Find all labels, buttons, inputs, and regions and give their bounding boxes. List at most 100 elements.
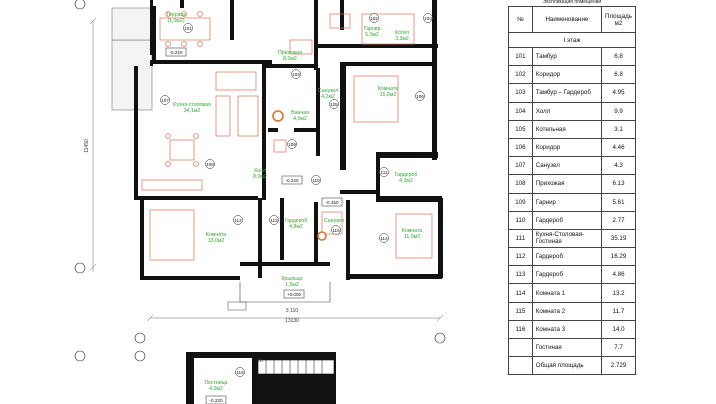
cell-name: Котельная: [531, 119, 603, 139]
room-area: 4,0м2: [209, 386, 223, 392]
room-name: Санузел: [318, 88, 338, 94]
cell-name: Комната 1: [531, 283, 603, 303]
room-name: Лестница: [205, 380, 228, 386]
cell-name: Гарнир: [531, 192, 603, 212]
svg-text:-0.220: -0.220: [209, 398, 222, 403]
header-area: Площадь м2: [601, 6, 636, 33]
svg-text:-0.150: -0.150: [325, 200, 338, 205]
room-labels: Терраса (1,0м2) Прихожая 8,0м2 Гарнир 5,…: [166, 12, 422, 392]
svg-text:105: 105: [330, 102, 338, 107]
svg-text:114: 114: [380, 236, 388, 241]
svg-text:106: 106: [416, 94, 424, 99]
svg-text:111: 111: [381, 170, 388, 175]
cell-name: Гардероб: [531, 265, 603, 285]
room-area: 5,0м2: [365, 32, 379, 38]
dim-small: 20: [257, 358, 263, 364]
stairs-upper: [227, 301, 247, 311]
cell-no: 101: [508, 46, 533, 67]
cell-no: [508, 356, 533, 376]
cell-no: 116: [508, 319, 533, 340]
svg-text:-0.220: -0.220: [285, 178, 298, 183]
room-name: Гарнир: [364, 26, 381, 32]
cell-name: Прихожая: [531, 174, 603, 194]
room-name: Крыльцо: [281, 276, 302, 282]
floor-plan: 11450 13130: [74, 0, 446, 404]
cell-no: 107: [508, 156, 533, 176]
room-area: 4,8м2: [289, 224, 303, 230]
svg-text:113: 113: [270, 218, 278, 223]
room-name: Комната: [378, 86, 398, 92]
cell-area: 4.86: [601, 265, 636, 285]
cell-no: 102: [508, 65, 533, 85]
cell-name: Общая площадь: [531, 356, 603, 376]
room-area: 34,1м2: [184, 108, 201, 114]
cell-name: Комната 3: [531, 319, 603, 340]
group-label: I этаж: [508, 32, 636, 48]
cell-no: 114: [508, 283, 533, 303]
svg-text:116: 116: [236, 370, 244, 375]
svg-text:108: 108: [206, 162, 214, 167]
room-name: Терраса: [166, 12, 186, 18]
room-area: 4,3м2: [399, 178, 413, 184]
cell-name: Кухня-Столовая-Гостиная: [531, 228, 603, 249]
svg-text:110: 110: [312, 178, 320, 183]
cell-area: 35.19: [601, 228, 636, 249]
room-area: 8,0м2: [283, 56, 297, 62]
cell-name: Тамбур – Гардероб: [531, 83, 603, 103]
cell-area: 2.77: [601, 210, 636, 230]
second-floor-stair: [186, 352, 336, 404]
room-area: 1,5м2: [285, 282, 299, 288]
cell-no: 108: [508, 174, 533, 194]
svg-text:103: 103: [424, 16, 432, 21]
room-name: Комната: [402, 228, 422, 234]
svg-text:107: 107: [161, 98, 169, 103]
cell-area: 4.46: [601, 137, 636, 158]
dim-width: 13130: [285, 318, 299, 324]
table-header-row: № Наименование Площадь м2: [508, 6, 636, 33]
cell-no: 115: [508, 301, 533, 321]
cell-no: 104: [508, 101, 533, 121]
room-name: Гардероб: [285, 218, 308, 224]
fixtures: [272, 110, 327, 241]
terrace-deck: [111, 39, 153, 111]
cell-name: Гардероб: [531, 210, 603, 230]
room-area: 15,0м2: [380, 92, 397, 98]
room-name: Холл: [254, 168, 266, 174]
room-name: Гардероб: [395, 172, 418, 178]
table-group-row: I этаж: [508, 32, 636, 48]
cell-area: 9.9: [601, 101, 636, 121]
room-area: 4,2м2: [321, 94, 335, 100]
room-name: Котёл: [395, 30, 409, 36]
svg-text:115: 115: [332, 228, 340, 233]
cell-no: 111: [508, 228, 533, 249]
svg-text:102: 102: [370, 16, 378, 21]
legend-title: Экспликация помещений: [542, 0, 602, 5]
svg-text:104: 104: [292, 72, 300, 77]
terrace-deck-upper: [111, 7, 153, 41]
room-area: 11,0м2: [404, 234, 420, 240]
room-name: Ванная: [291, 110, 309, 116]
furniture: [141, 11, 433, 261]
room-name: Комната: [206, 232, 226, 238]
cell-no: 103: [508, 83, 533, 103]
cell-area: 4.3: [601, 156, 636, 176]
cell-name: Коридор: [531, 65, 603, 85]
cell-area: 5.61: [601, 192, 636, 212]
cell-area: 11.7: [601, 301, 636, 321]
porch-steps: [239, 282, 331, 303]
cell-area: 7.7: [601, 337, 636, 358]
